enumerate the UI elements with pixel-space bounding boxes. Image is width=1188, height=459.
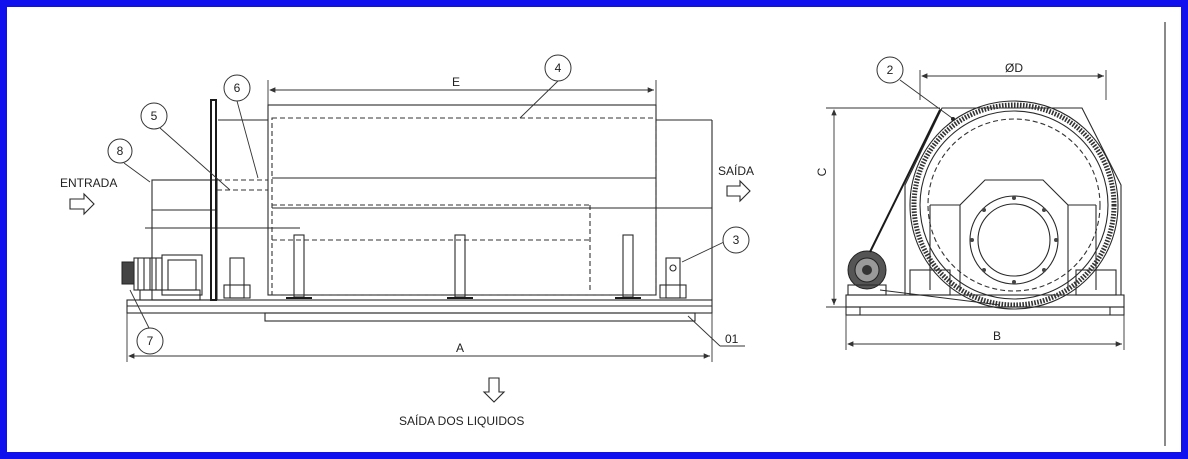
bearing-right [665, 257, 681, 299]
entrada-label: ENTRADA [60, 176, 117, 190]
balloon-5: 5 [151, 109, 158, 123]
dim-B: B [993, 329, 1001, 343]
saida-liquidos-label: SAÍDA DOS LIQUIDOS [399, 413, 524, 428]
balloon-4: 4 [555, 61, 562, 75]
flange-plate [210, 99, 217, 301]
balloon-3: 3 [733, 233, 740, 247]
dim-C: C [815, 167, 829, 176]
dim-D: ØD [1005, 61, 1023, 75]
balloon-8: 8 [117, 144, 124, 158]
balloon-2: 2 [887, 63, 894, 77]
balloon-7: 7 [147, 334, 154, 348]
base-tray [264, 312, 696, 322]
front-motor [847, 250, 887, 296]
motor-gearbox [121, 254, 203, 301]
drum-housing [267, 104, 657, 296]
dim-E: E [452, 75, 460, 89]
arrow-right-icon [69, 192, 95, 216]
saida-label: SAÍDA [718, 163, 754, 178]
ref-01: 01 [725, 332, 739, 346]
front-view: ØD C B 2 [815, 56, 1125, 350]
front-housing [904, 107, 1122, 295]
side-view: E A 01 ENTRADA SAÍDA SAÍDA DOS LIQUIDOS … [60, 54, 754, 428]
dim-A: A [456, 341, 464, 355]
drum-gear-ring [911, 102, 1117, 308]
support-legs [286, 234, 641, 299]
arrow-down-icon [482, 377, 506, 403]
bolt-holes [970, 196, 1058, 284]
bearing-left [229, 257, 245, 299]
balloon-6: 6 [234, 81, 241, 95]
arrow-right-icon [726, 179, 751, 203]
